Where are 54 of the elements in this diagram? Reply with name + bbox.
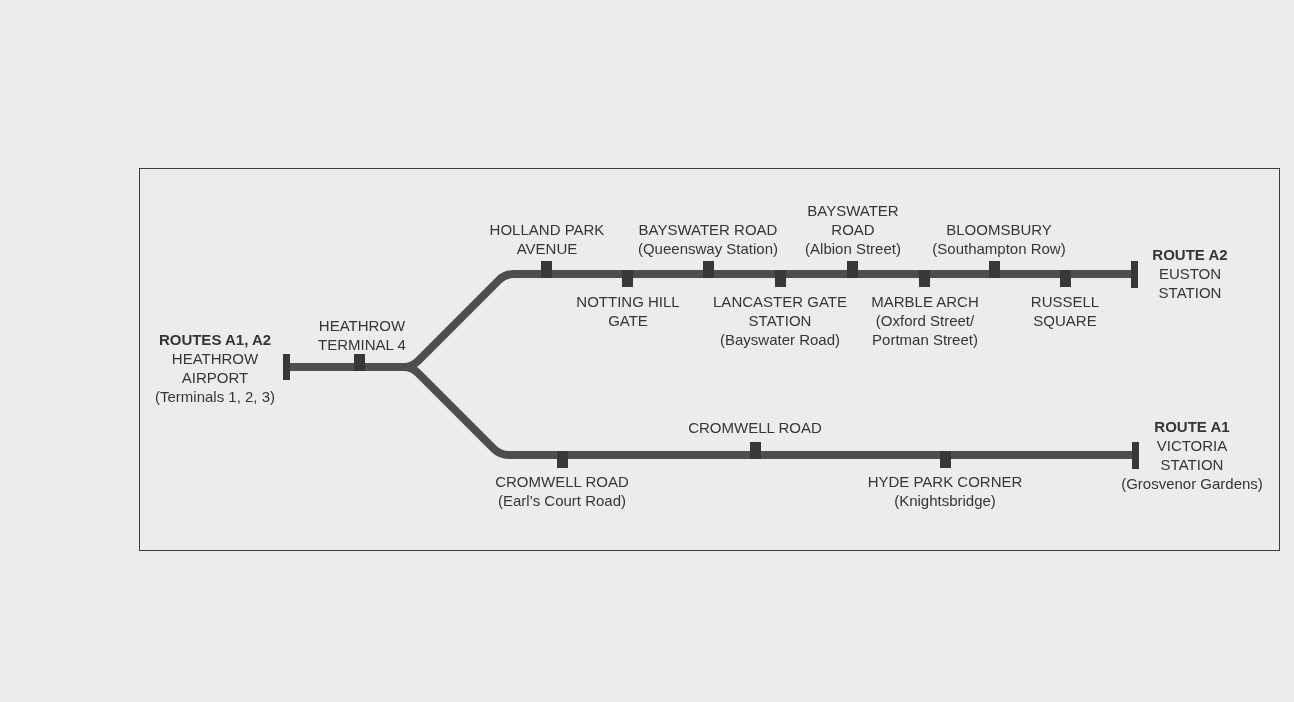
stop-marker xyxy=(750,442,761,459)
stop-note-label: (Grosvenor Gardens) xyxy=(1120,474,1264,493)
route-line xyxy=(858,270,919,278)
route-label: ROUTE A2 xyxy=(1151,245,1229,264)
stop-name-label: HEATHROW TERMINAL 4 xyxy=(317,316,407,354)
stop-note-label: (Queensway Station) xyxy=(636,239,780,258)
stop-marker xyxy=(557,451,568,468)
route-line xyxy=(1000,270,1060,278)
stop-marker xyxy=(541,261,552,278)
stop-note-label: (Southampton Row) xyxy=(931,239,1067,258)
stop-name-label: MARBLE ARCH xyxy=(870,292,980,311)
route-line xyxy=(1071,270,1131,278)
stop-name-label: CROMWELL ROAD xyxy=(687,418,823,437)
stop-marker xyxy=(919,270,930,287)
stop-name-label: HYDE PARK CORNER xyxy=(866,472,1024,491)
stop-marker xyxy=(940,451,951,468)
stop-name-label: BAYSWATER ROAD xyxy=(637,220,779,239)
route-line xyxy=(786,270,847,278)
stop-name-label: BLOOMSBURY xyxy=(945,220,1053,239)
route-line xyxy=(761,451,940,459)
stop-name-label: NOTTING HILL GATE xyxy=(575,292,681,330)
route-line xyxy=(552,270,622,278)
stop-marker xyxy=(354,354,365,371)
stop-note-label: (Bayswater Road) xyxy=(718,330,841,349)
stop-name-label: EUSTON STATION xyxy=(1157,264,1223,302)
terminus-bar xyxy=(1131,260,1138,288)
route-label: ROUTES A1, A2 xyxy=(157,330,273,349)
route-line xyxy=(951,451,1132,459)
route-line xyxy=(714,270,775,278)
stop-name-label: CROMWELL ROAD xyxy=(494,472,630,491)
stop-name-label: BAYSWATER ROAD xyxy=(806,201,900,239)
stop-marker xyxy=(622,270,633,287)
stop-name-label: HEATHROW AIRPORT xyxy=(170,349,260,387)
stop-note-label: (Oxford Street/ Portman Street) xyxy=(871,311,979,349)
stop-marker xyxy=(775,270,786,287)
stop-name-label: HOLLAND PARK AVENUE xyxy=(488,220,606,258)
terminus-bar xyxy=(283,354,290,380)
stop-marker xyxy=(989,261,1000,278)
stop-name-label: LANCASTER GATE STATION xyxy=(712,292,848,330)
stop-note-label: (Terminals 1, 2, 3) xyxy=(153,387,276,406)
stop-marker xyxy=(1060,270,1071,287)
route-line xyxy=(930,270,989,278)
stop-marker xyxy=(847,261,858,278)
stop-note-label: (Earl’s Court Road) xyxy=(496,491,628,510)
stop-note-label: (Albion Street) xyxy=(804,239,902,258)
route-line xyxy=(365,363,557,459)
stop-note-label: (Knightsbridge) xyxy=(893,491,997,510)
route-line xyxy=(633,270,703,278)
stop-name-label: RUSSELL SQUARE xyxy=(1029,292,1101,330)
stop-name-label: VICTORIA STATION xyxy=(1155,436,1229,474)
terminus-bar xyxy=(1132,441,1139,469)
route-line xyxy=(568,451,750,459)
stop-marker xyxy=(703,261,714,278)
route-label: ROUTE A1 xyxy=(1153,417,1231,436)
